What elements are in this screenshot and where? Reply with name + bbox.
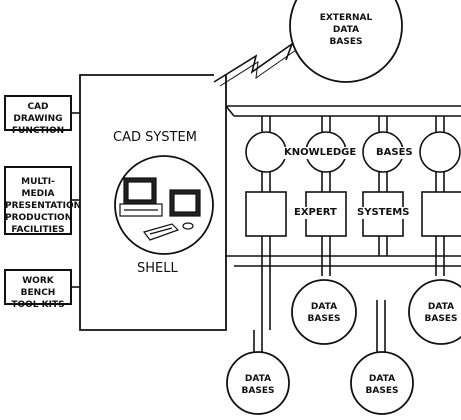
data-bases-label-mid-2: DATA BASES: [424, 302, 458, 324]
cad-drawing-label: CAD DRAWING FUNCTION: [11, 102, 65, 136]
expert-system-box-4: [421, 191, 461, 237]
data-bases-label-mid-1: DATA BASES: [307, 302, 341, 324]
data-bases-circle-bot-1: [226, 351, 290, 415]
lightning-link-icon-inner: [219, 49, 297, 87]
knowledge-base-circle-1: [245, 131, 287, 173]
data-bases-circle-bot-2: [350, 351, 414, 415]
knowledge-label: KNOWLEDGE: [284, 147, 357, 159]
knowledge-bases-label: BASES: [376, 147, 413, 159]
lightning-link-icon: [213, 41, 294, 83]
column-3: [378, 116, 388, 256]
cad-system-label: CAD SYSTEM: [113, 130, 197, 145]
data-bases-circle-mid-2: [408, 279, 461, 345]
data-bases-label-bot-1: DATA BASES: [241, 374, 275, 396]
knowledge-base-circle-4: [419, 131, 461, 173]
data-bases-circle-mid-1: [291, 279, 357, 345]
column-4: [435, 116, 445, 276]
expert-system-box-1: [245, 191, 287, 237]
external-data-bases-circle: [289, 0, 403, 83]
work-bench-label: WORK BENCH TOOL KITS: [11, 276, 65, 310]
cad-system-outline: [79, 74, 227, 331]
column-2: [321, 116, 331, 276]
shell-label: SHELL: [137, 261, 178, 276]
external-data-bases-label: EXTERNAL DATA BASES: [319, 13, 373, 47]
data-bases-label-bot-2: DATA BASES: [365, 374, 399, 396]
cad-to-rail: [225, 105, 235, 117]
computer-workstation-icon: [119, 177, 201, 241]
column-1: [261, 116, 271, 330]
systems-label: SYSTEMS: [357, 207, 410, 219]
multi-media-label: MULTI-MEDIA PRESENTATION PRODUCTION FACI…: [5, 177, 82, 235]
expert-label: EXPERT: [294, 207, 337, 219]
